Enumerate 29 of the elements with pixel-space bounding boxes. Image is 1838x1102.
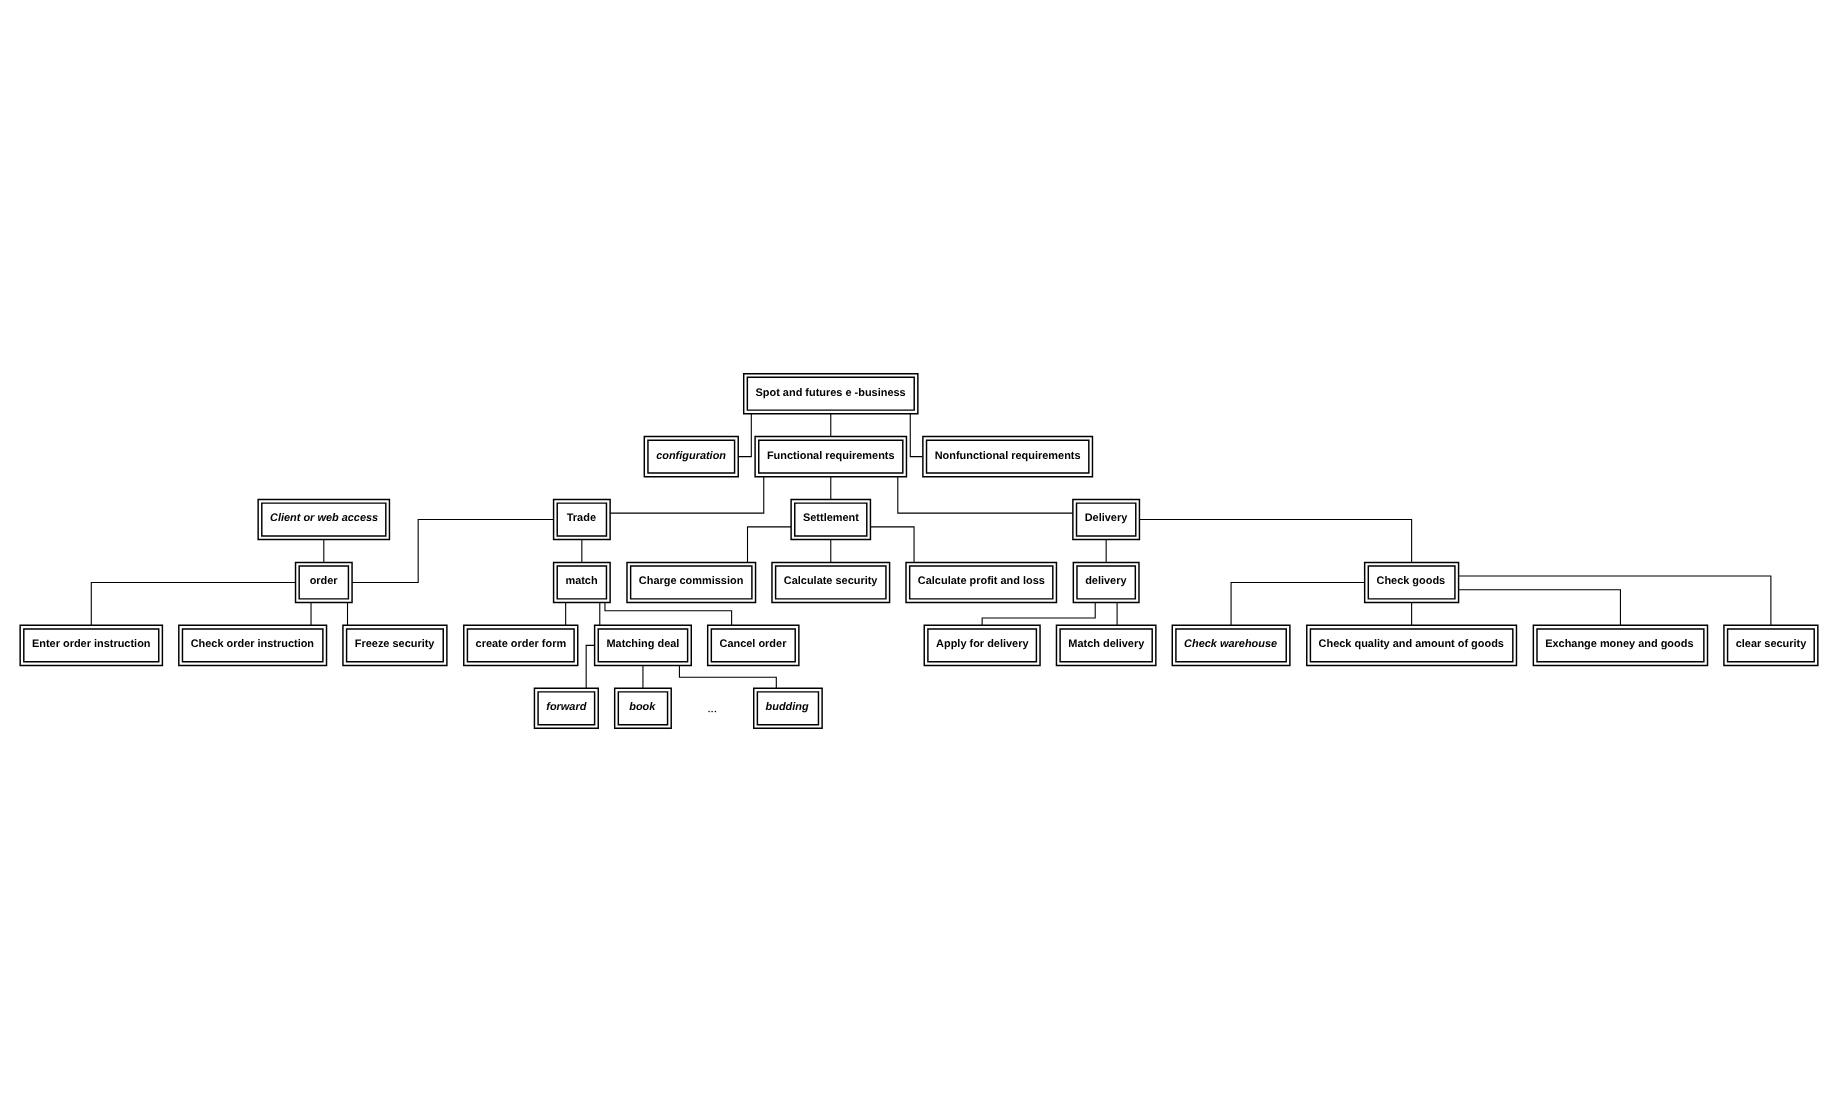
connector	[1139, 519, 1413, 563]
connector	[830, 539, 832, 563]
connector	[981, 602, 1096, 626]
connector	[323, 539, 325, 563]
connector	[565, 602, 567, 626]
connector	[346, 602, 349, 626]
connector	[642, 665, 644, 689]
connector	[1105, 539, 1107, 563]
connector	[830, 476, 832, 500]
connector	[830, 413, 832, 437]
connector	[1411, 602, 1413, 626]
connector	[1116, 602, 1118, 626]
connector	[599, 602, 601, 626]
connector	[737, 413, 752, 458]
connector	[585, 644, 596, 689]
connector	[869, 526, 915, 563]
connector	[90, 581, 297, 626]
connector	[1230, 581, 1366, 626]
connector	[897, 476, 1074, 514]
connector	[310, 602, 312, 626]
connector	[678, 665, 777, 689]
connector	[351, 519, 554, 583]
connector	[604, 602, 733, 626]
connector	[909, 413, 924, 458]
connector	[746, 526, 792, 563]
connector	[1458, 575, 1772, 626]
connector	[581, 539, 583, 563]
connector	[609, 476, 765, 514]
connector	[1458, 589, 1621, 626]
